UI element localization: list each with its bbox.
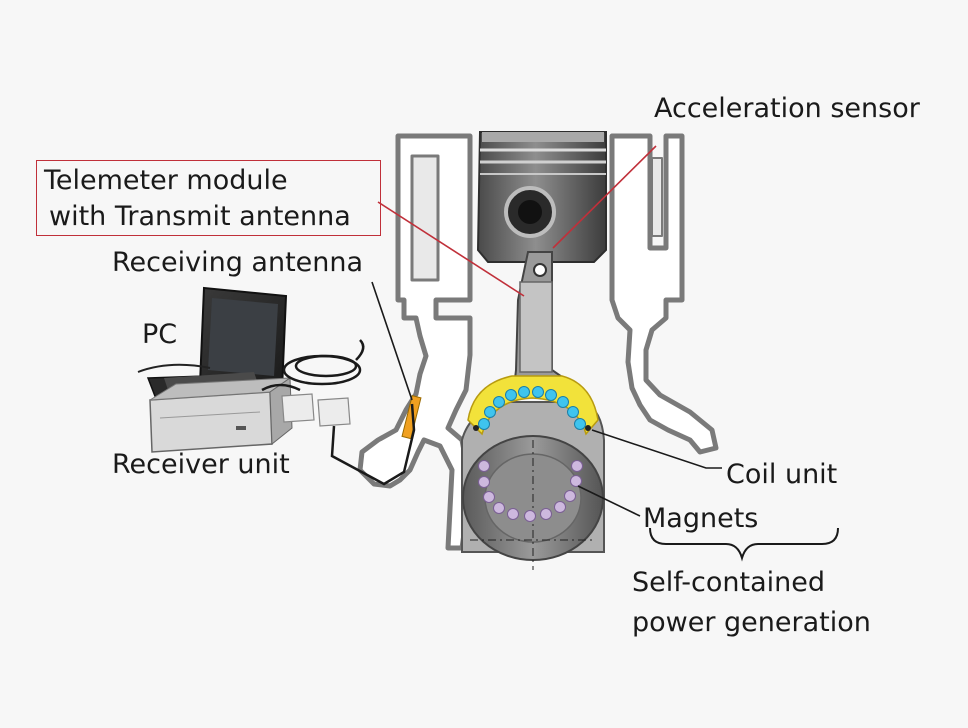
leader-lines xyxy=(371,145,722,517)
receiving-antenna xyxy=(401,395,422,440)
label-acceleration-sensor: Acceleration sensor xyxy=(654,93,920,124)
crankshaft xyxy=(461,401,605,570)
magnets-leader xyxy=(577,485,641,517)
telemeter-callout-box xyxy=(36,160,381,236)
label-receiving-antenna: Receiving antenna xyxy=(112,247,364,278)
cables xyxy=(261,339,416,486)
connecting-rod xyxy=(512,251,582,389)
receiving-antenna-leader xyxy=(371,281,413,401)
label-telemeter-line1: Telemeter module xyxy=(44,165,288,196)
receiver-modules xyxy=(281,393,351,427)
receiver-unit-box xyxy=(149,377,293,453)
piston xyxy=(476,131,607,263)
acceleration-sensor-leader xyxy=(552,145,657,249)
magnets-ring xyxy=(478,460,583,522)
telemeter-leader xyxy=(377,201,525,297)
label-telemeter-line2: with Transmit antenna xyxy=(49,201,351,232)
label-coil-unit: Coil unit xyxy=(726,459,838,490)
label-magnets: Magnets xyxy=(643,503,759,534)
coil xyxy=(478,386,586,430)
cylinder-wall-right xyxy=(609,133,719,455)
label-self-contained-line1: Self-contained xyxy=(632,567,825,598)
label-pc: PC xyxy=(142,319,178,350)
brace xyxy=(649,527,839,562)
coil-unit-leader xyxy=(591,429,722,469)
engine-block xyxy=(357,133,719,551)
label-receiver-unit: Receiver unit xyxy=(112,449,290,480)
coil-unit-band xyxy=(467,375,599,436)
cylinder-wall-left xyxy=(357,133,473,551)
label-self-contained-line2: power generation xyxy=(632,607,871,638)
